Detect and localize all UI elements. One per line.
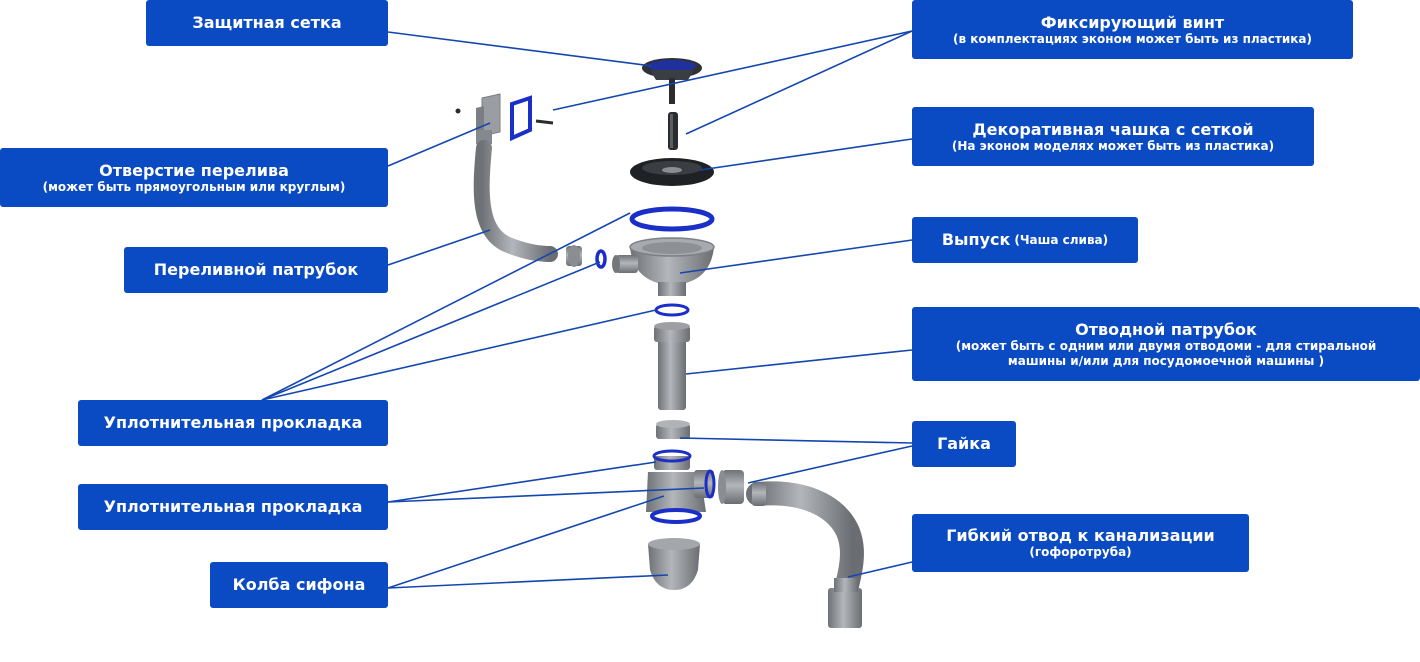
label-overflow-hole-note: (может быть прямоугольным или круглым) [42,179,346,194]
label-gasket-2-text: Уплотнительная прокладка [103,497,363,517]
label-overflow-hole: Отверстие перелива (может быть прямоугол… [0,148,388,207]
label-siphon-flask: Колба сифона [210,562,388,608]
label-outlet: Выпуск (Чаша слива) [912,217,1138,263]
label-nut: Гайка [912,421,1016,467]
label-outlet-pipe-note: (может быть с одним или двумя отводоми -… [955,339,1377,368]
label-siphon-flask-text: Колба сифона [232,575,366,595]
parts [455,58,864,628]
label-fixing-screw-note: (в комплектациях эконом может быть из пл… [953,31,1312,46]
leader-lines [261,30,913,589]
overflow-plate-part [455,93,554,144]
siphon-body-part [646,449,716,524]
label-overflow-pipe-text: Переливной патрубок [153,260,359,280]
label-overflow-hole-text: Отверстие перелива [99,160,289,180]
label-fixing-screw-text: Фиксирующий винт [1040,12,1225,32]
label-protective-mesh-text: Защитная сетка [192,13,342,33]
label-outlet-note: (Чаша слива) [1014,232,1109,247]
label-outlet-pipe: Отводной патрубок (может быть с одним ил… [912,307,1420,381]
siphon-flask-part [648,538,700,590]
outlet-pipe-part [654,322,690,410]
overflow-hose-part [473,140,558,262]
label-gasket-1: Уплотнительная прокладка [78,400,388,446]
label-protective-mesh: Защитная сетка [146,0,388,46]
label-gasket-2: Уплотнительная прокладка [78,484,388,530]
label-flexible-hose-note: (гофоротруба) [1029,545,1132,560]
small-seal-ring [654,303,690,317]
label-nut-text: Гайка [937,434,991,454]
nut-part [656,420,690,439]
label-fixing-screw: Фиксирующий винт (в комплектациях эконом… [912,0,1353,59]
fixing-screw-part [668,112,678,150]
label-decor-cup-note: (На эконом моделях может быть из пластик… [951,138,1275,153]
side-nut-part [718,470,744,504]
label-flexible-hose-text: Гибкий отвод к канализации [946,526,1215,546]
protective-mesh-part [642,58,702,104]
flexible-hose-part [746,481,864,628]
label-overflow-pipe: Переливной патрубок [124,247,388,293]
label-decor-cup-text: Декоративная чашка с сеткой [972,119,1254,139]
decor-cup-part [630,158,714,186]
overflow-connector-part [566,245,607,269]
label-flexible-hose: Гибкий отвод к канализации (гофоротруба) [912,514,1249,572]
label-gasket-1-text: Уплотнительная прокладка [103,413,363,433]
label-decor-cup: Декоративная чашка с сеткой (На эконом м… [912,107,1314,166]
outlet-bowl-part [612,237,715,296]
sink-seal-ring [629,206,715,232]
label-outlet-text: Выпуск [941,230,1011,250]
label-outlet-pipe-text: Отводной патрубок [1075,320,1257,340]
